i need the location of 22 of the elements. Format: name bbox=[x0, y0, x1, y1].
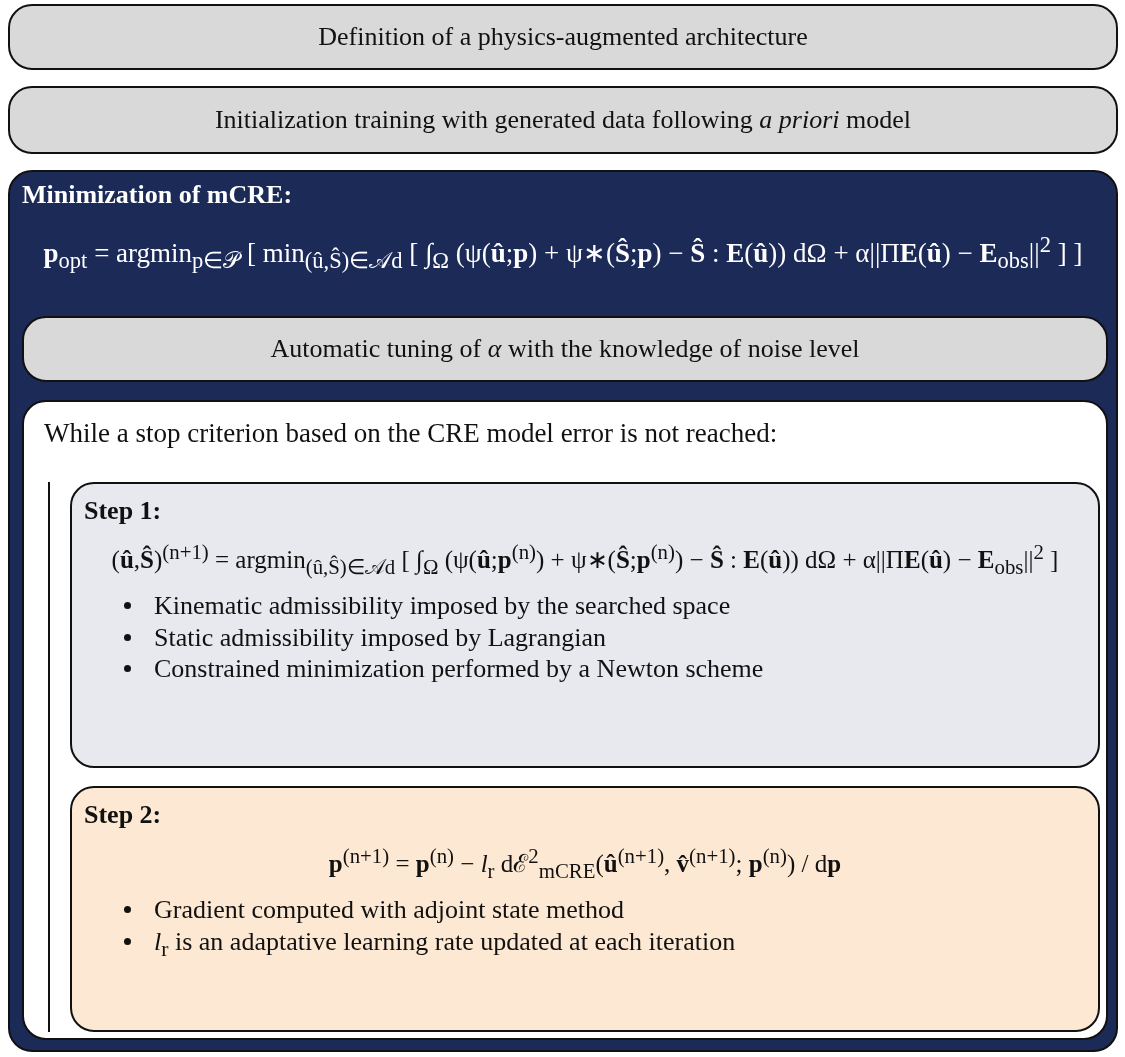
step-heading: Step 2: bbox=[84, 800, 163, 830]
step-label: Automatic tuning of α with the knowledge of noise level bbox=[270, 334, 860, 364]
equation: p$^{(n+1)}$ = p$^{(n)}$ − l$_{r}$ dℰ$^{2}$$_{mCRE}$(û$^{(n+1)}$, v̂$^{(n+1)}$; p$^{(n)}$) / dp bbox=[327, 844, 843, 885]
bullet-text: l$_{r}$ is an adaptative learning rate updated at each iteration bbox=[154, 925, 736, 962]
equation: (û,Ŝ)$^{(n+1)}$ = argmin$_{(û,Ŝ)∈𝒜d}$ [ ∫$_{Ω}$ (ψ(û;p$^{(n)}$) + ψ∗(Ŝ;p$^{(n)}$) − Ŝ : E(û)) dΩ + α||ΠE(û) − E$_{obs}$||$^{2}$ ] bbox=[110, 540, 1060, 581]
step-heading: Step 1: bbox=[84, 496, 163, 526]
loop-box bbox=[22, 400, 1108, 1040]
process-bar bbox=[8, 4, 1118, 70]
minimization-panel bbox=[8, 170, 1118, 1052]
step-label: Definition of a physics-augmented architecture bbox=[318, 22, 808, 52]
bullet-text: Gradient computed with adjoint state method bbox=[154, 894, 625, 926]
bullet-text: Static admissibility imposed by Lagrangian bbox=[154, 621, 607, 653]
panel-heading: Minimization of mCRE: bbox=[22, 180, 293, 210]
process-bar bbox=[22, 316, 1108, 382]
step-box bbox=[70, 482, 1100, 768]
bullet-text: Constrained minimization performed by a Newton scheme bbox=[154, 652, 764, 684]
process-bar bbox=[8, 86, 1118, 154]
step-box bbox=[70, 786, 1100, 1032]
equation: p$_{opt}$ = argmin$_{p∈𝒫}$ [ min$_{(û,Ŝ)∈𝒜d}$ [ ∫$_{Ω}$ (ψ(û;p) + ψ∗(Ŝ;p) − Ŝ : E(û)) dΩ + α||ΠE(û) − E$_{obs}$||$^{2}$ ] ] bbox=[42, 232, 1084, 275]
loop-condition: While a stop criterion based on the CRE model error is not reached: bbox=[44, 418, 778, 449]
step-label: Initialization training with generated data following a priori model bbox=[214, 105, 912, 135]
bullet-text: Kinematic admissibility imposed by the searched space bbox=[154, 590, 731, 622]
